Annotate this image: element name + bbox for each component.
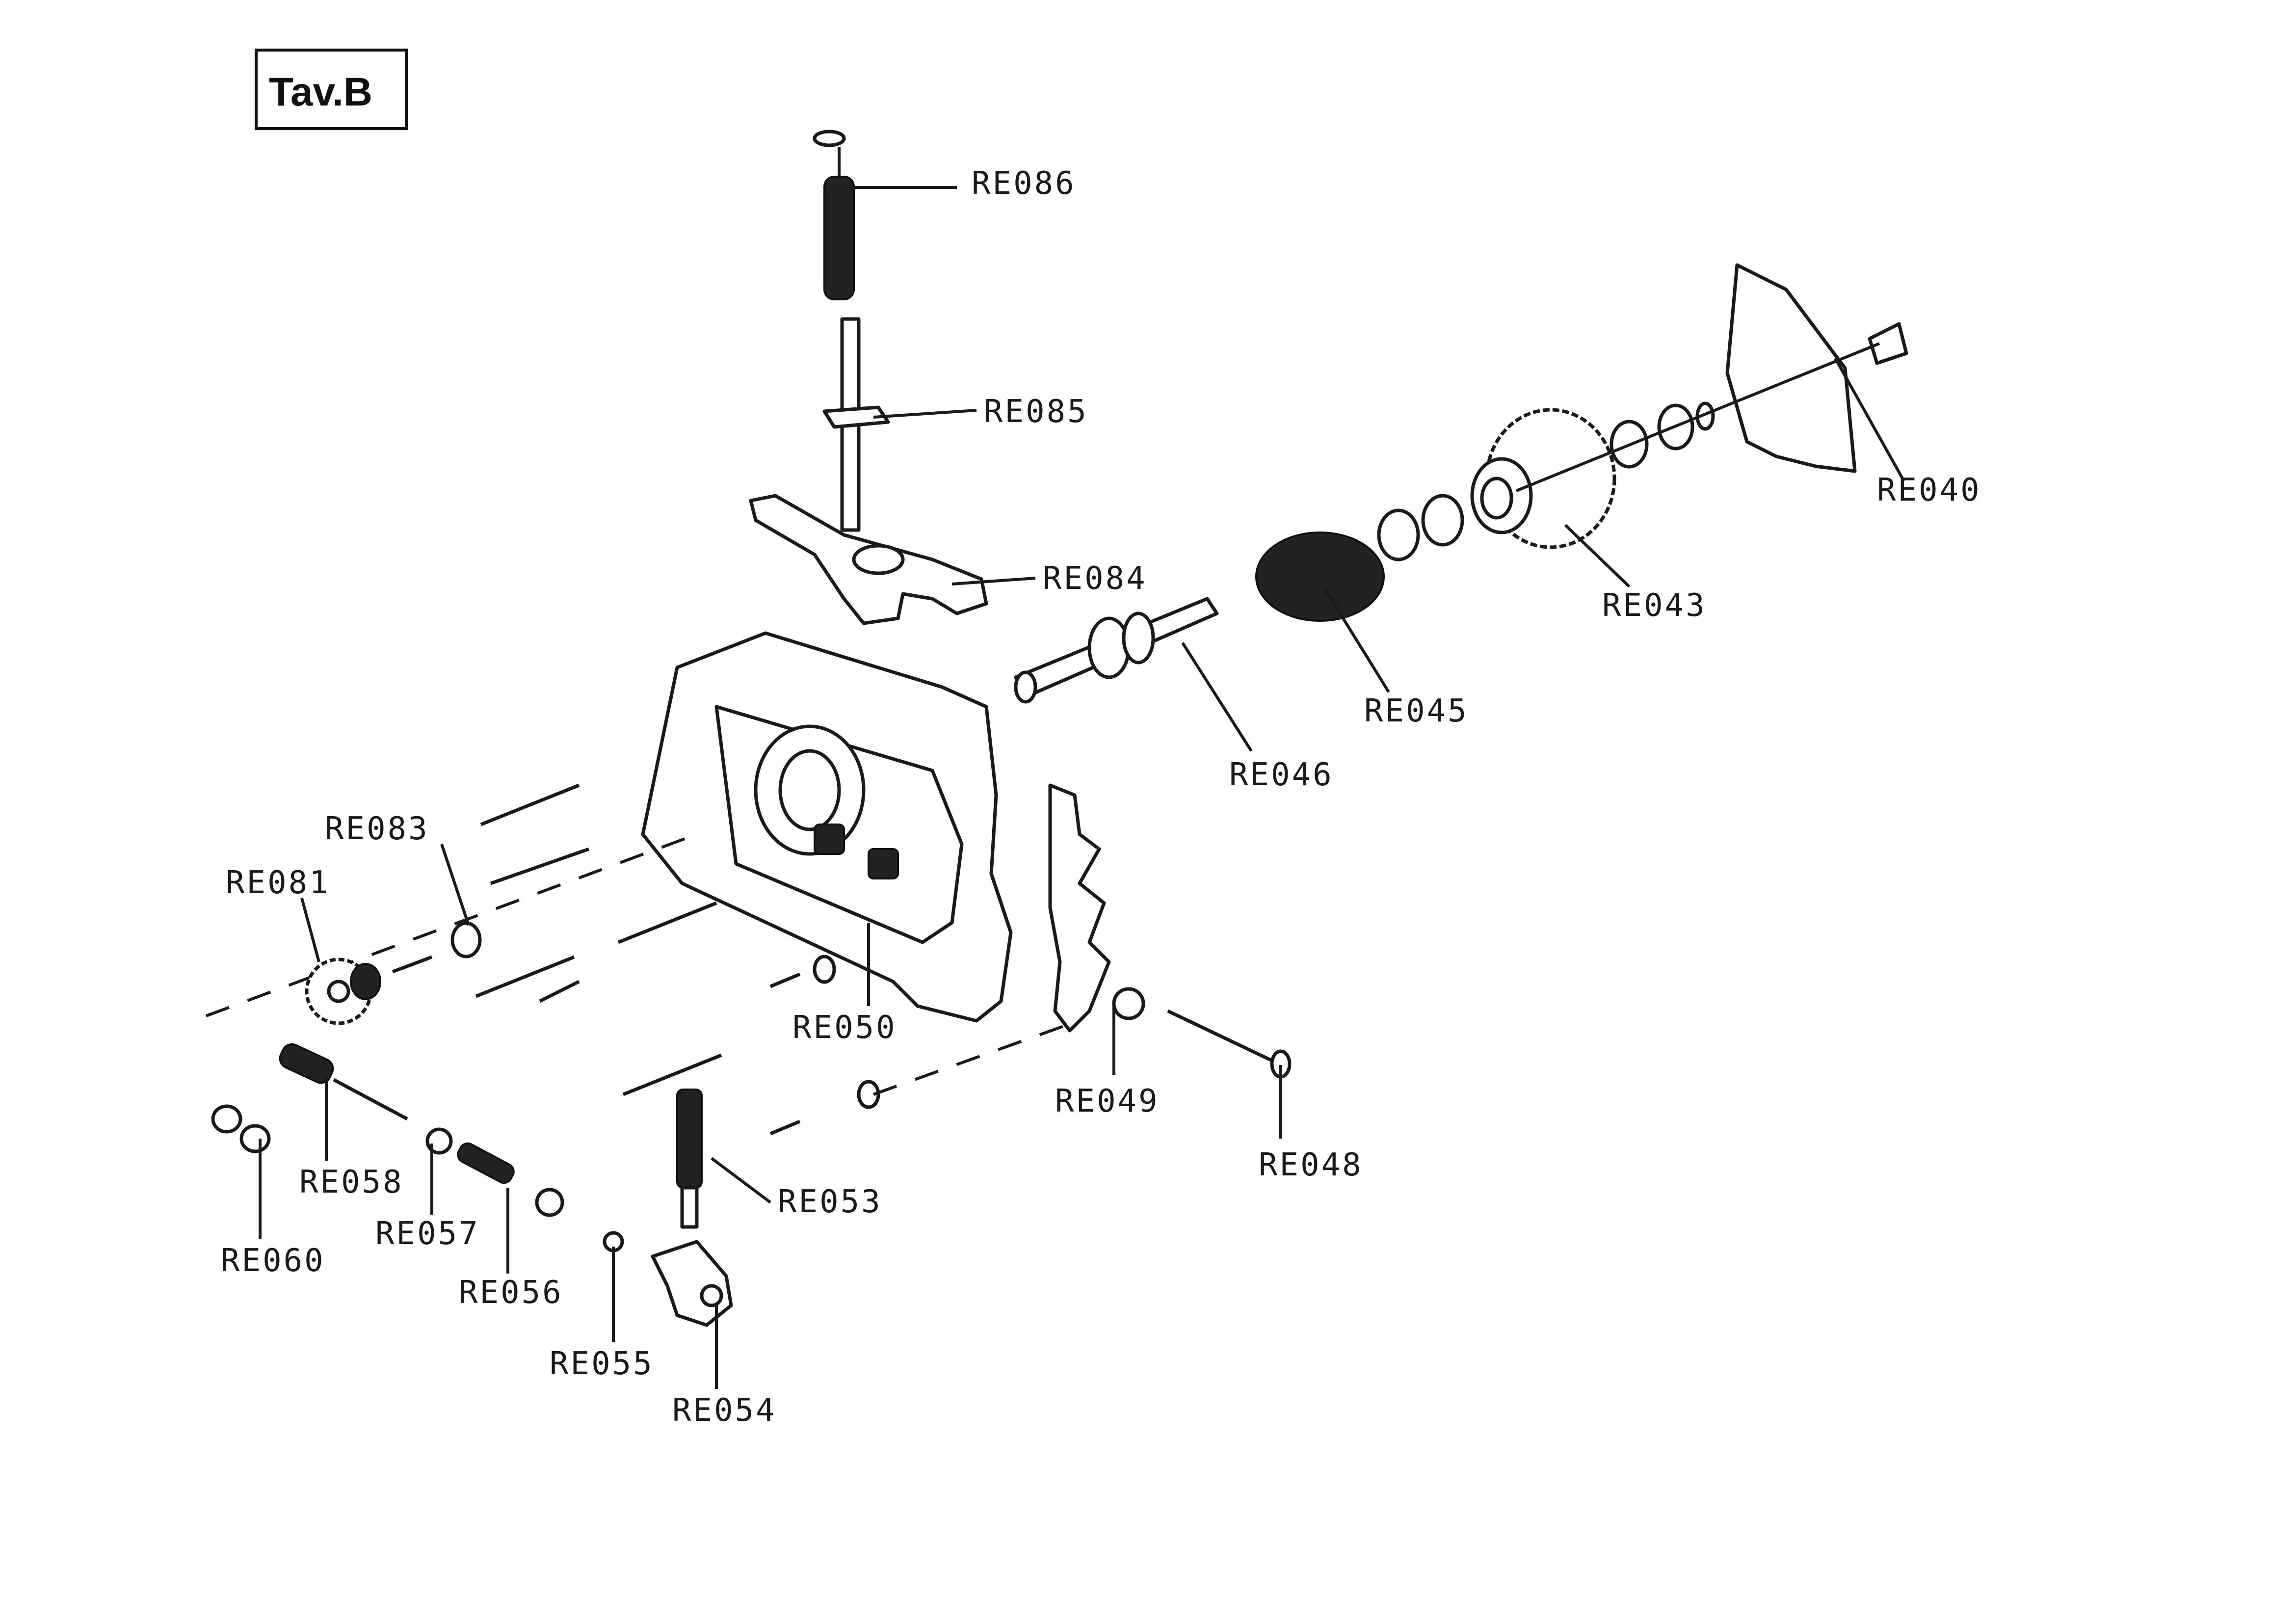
- screws-left: [475, 783, 880, 1136]
- label-re081: RE081: [226, 865, 330, 901]
- leader-lines: [259, 186, 1905, 1389]
- label-re049: RE049: [1055, 1083, 1160, 1119]
- part-labels: RE086 RE085 RE084 RE040 RE043 RE045 RE04…: [221, 165, 1981, 1429]
- spring-re086: [813, 130, 855, 300]
- housing: [641, 631, 1013, 1023]
- table-title: Tav.B: [255, 49, 408, 130]
- label-re086: RE086: [972, 165, 1076, 202]
- label-re060: RE060: [221, 1243, 325, 1279]
- label-re056: RE056: [459, 1275, 563, 1311]
- gear-re043: [1377, 401, 1715, 561]
- block-re054: [651, 1240, 733, 1327]
- plate-re040: [1725, 263, 1908, 473]
- label-re045: RE045: [1364, 693, 1469, 729]
- title-text: Tav.B: [269, 70, 372, 114]
- label-re057: RE057: [375, 1216, 480, 1252]
- label-re055: RE055: [550, 1346, 654, 1382]
- nuts-re060: [211, 1104, 271, 1153]
- label-re043: RE043: [1602, 587, 1707, 624]
- label-re040: RE040: [1877, 472, 1981, 508]
- label-re053: RE053: [778, 1184, 882, 1220]
- label-re046: RE046: [1229, 757, 1334, 793]
- label-re058: RE058: [299, 1164, 404, 1200]
- label-re083: RE083: [325, 811, 429, 847]
- pin-re085: [822, 317, 890, 532]
- label-re048: RE048: [1259, 1147, 1363, 1183]
- washer-re056: [535, 1188, 564, 1217]
- parts-drawing: [205, 130, 1908, 1327]
- label-re054: RE054: [672, 1392, 777, 1429]
- bushing-re083: [450, 921, 482, 958]
- label-re085: RE085: [984, 394, 1088, 430]
- lever-re084: [749, 494, 988, 625]
- spring-re053: [676, 1089, 771, 1229]
- pin-re048: [1167, 1009, 1292, 1079]
- label-re084: RE084: [1043, 560, 1147, 597]
- worm-re045: [1255, 532, 1385, 622]
- shaft-re046: [1014, 597, 1219, 704]
- shaft-re058: [279, 1043, 408, 1121]
- spring-re056: [457, 1142, 515, 1184]
- gear-re081: [305, 955, 433, 1025]
- bracket-re049: [1048, 783, 1145, 1033]
- label-re050: RE050: [792, 1010, 897, 1046]
